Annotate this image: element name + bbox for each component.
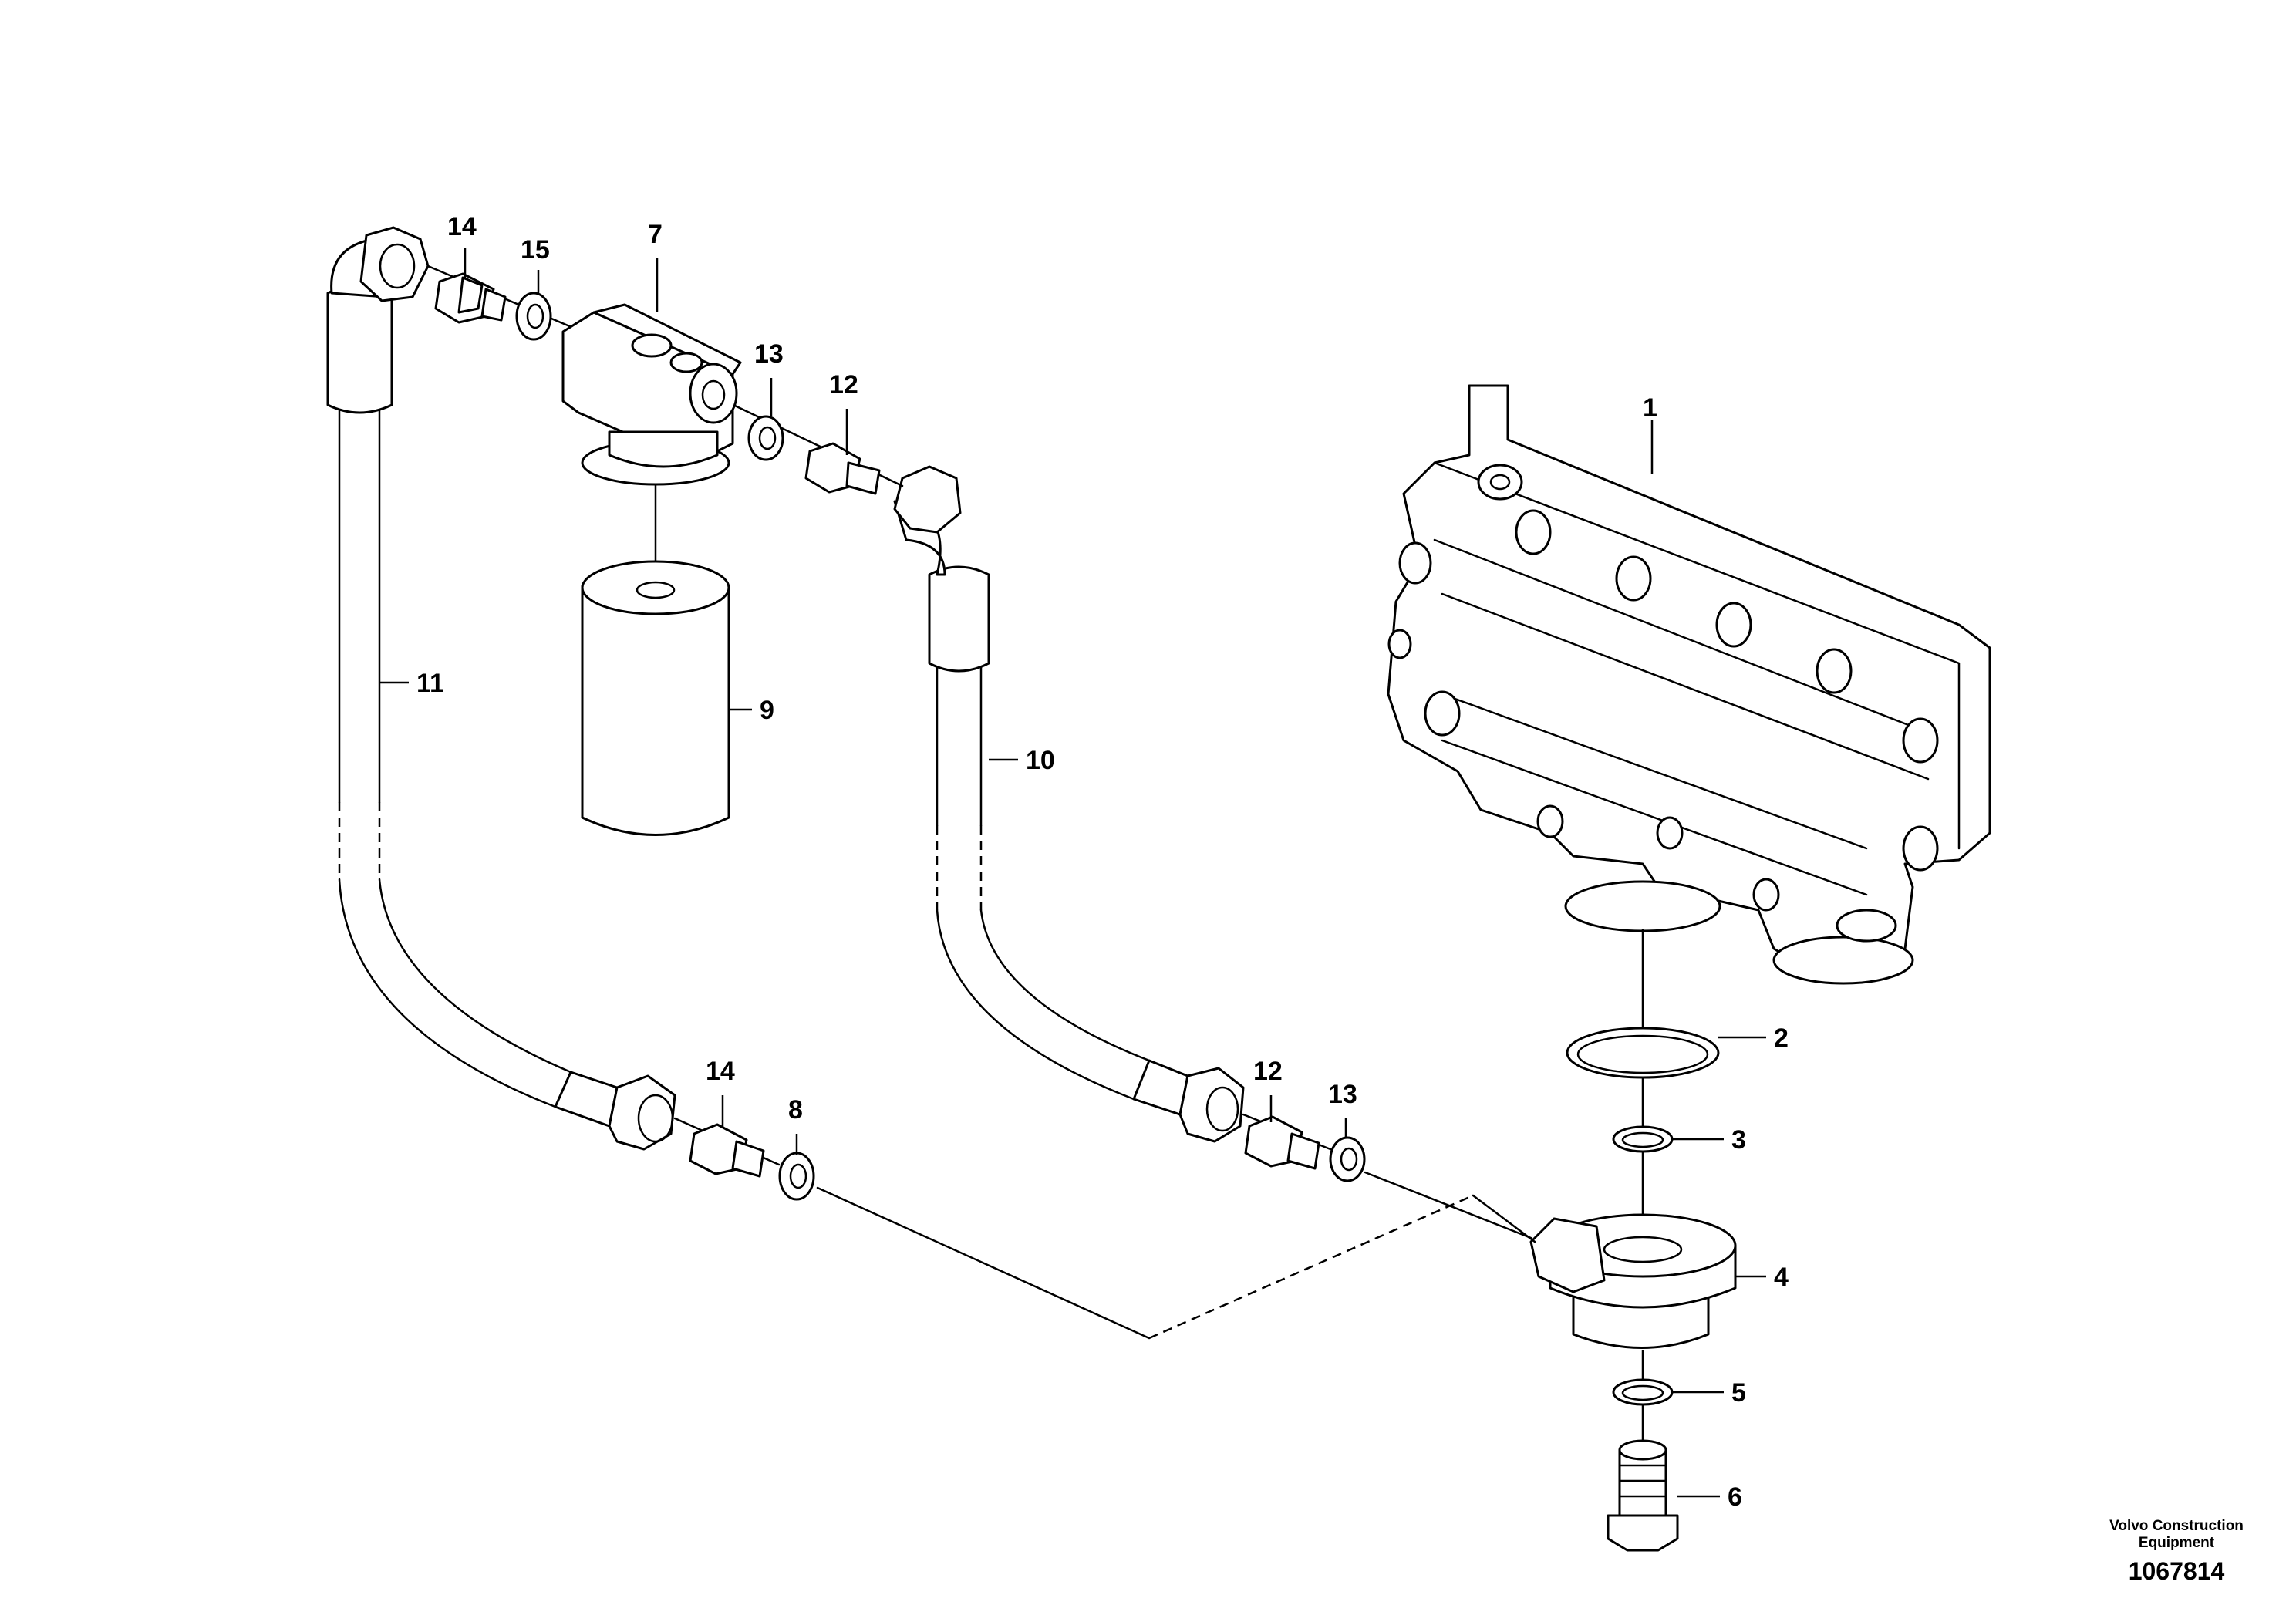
callout-13-bottom: 13 (1328, 1080, 1357, 1109)
callout-3: 3 (1731, 1125, 1746, 1155)
callout-12-bottom: 12 (1253, 1057, 1283, 1086)
nipple-14-top (434, 272, 507, 324)
filter-head-7 (561, 303, 742, 486)
callout-1: 1 (1643, 393, 1657, 423)
callout-13-top: 13 (754, 339, 784, 369)
callout-14-top: 14 (447, 212, 477, 241)
brand-line-2: Equipment (2139, 1535, 2215, 1551)
washer-13-top (747, 415, 784, 461)
brand-line-1: Volvo Construction (2109, 1518, 2244, 1534)
adapter-4 (1529, 1213, 1737, 1349)
callout-4: 4 (1774, 1263, 1789, 1292)
callout-12-top: 12 (829, 370, 858, 400)
oil-cooler-1 (1387, 384, 1991, 985)
nipple-14-bottom (689, 1123, 765, 1178)
seal-ring-2 (1566, 1027, 1720, 1079)
hose-10 (893, 465, 1245, 1143)
callout-15: 15 (521, 235, 550, 265)
document-number: 1067814 (2129, 1557, 2225, 1585)
callout-9: 9 (760, 696, 774, 725)
nipple-12-bottom (1244, 1115, 1320, 1170)
callout-2: 2 (1774, 1023, 1789, 1053)
washer-8 (778, 1152, 815, 1201)
callout-11: 11 (416, 669, 444, 698)
hose-11 (326, 226, 676, 1151)
callout-7: 7 (648, 220, 663, 249)
washer-15 (515, 292, 552, 341)
washer-13-bottom (1329, 1136, 1366, 1182)
callout-5: 5 (1731, 1378, 1746, 1408)
oil-filter-9 (581, 560, 730, 836)
callout-14-bottom: 14 (706, 1057, 735, 1086)
plug-6 (1607, 1439, 1679, 1552)
callout-6: 6 (1728, 1482, 1742, 1512)
callout-8: 8 (788, 1095, 803, 1125)
callout-10: 10 (1026, 746, 1055, 775)
o-ring-3 (1612, 1125, 1674, 1153)
nipple-12-top (804, 442, 881, 495)
o-ring-5 (1612, 1378, 1674, 1406)
